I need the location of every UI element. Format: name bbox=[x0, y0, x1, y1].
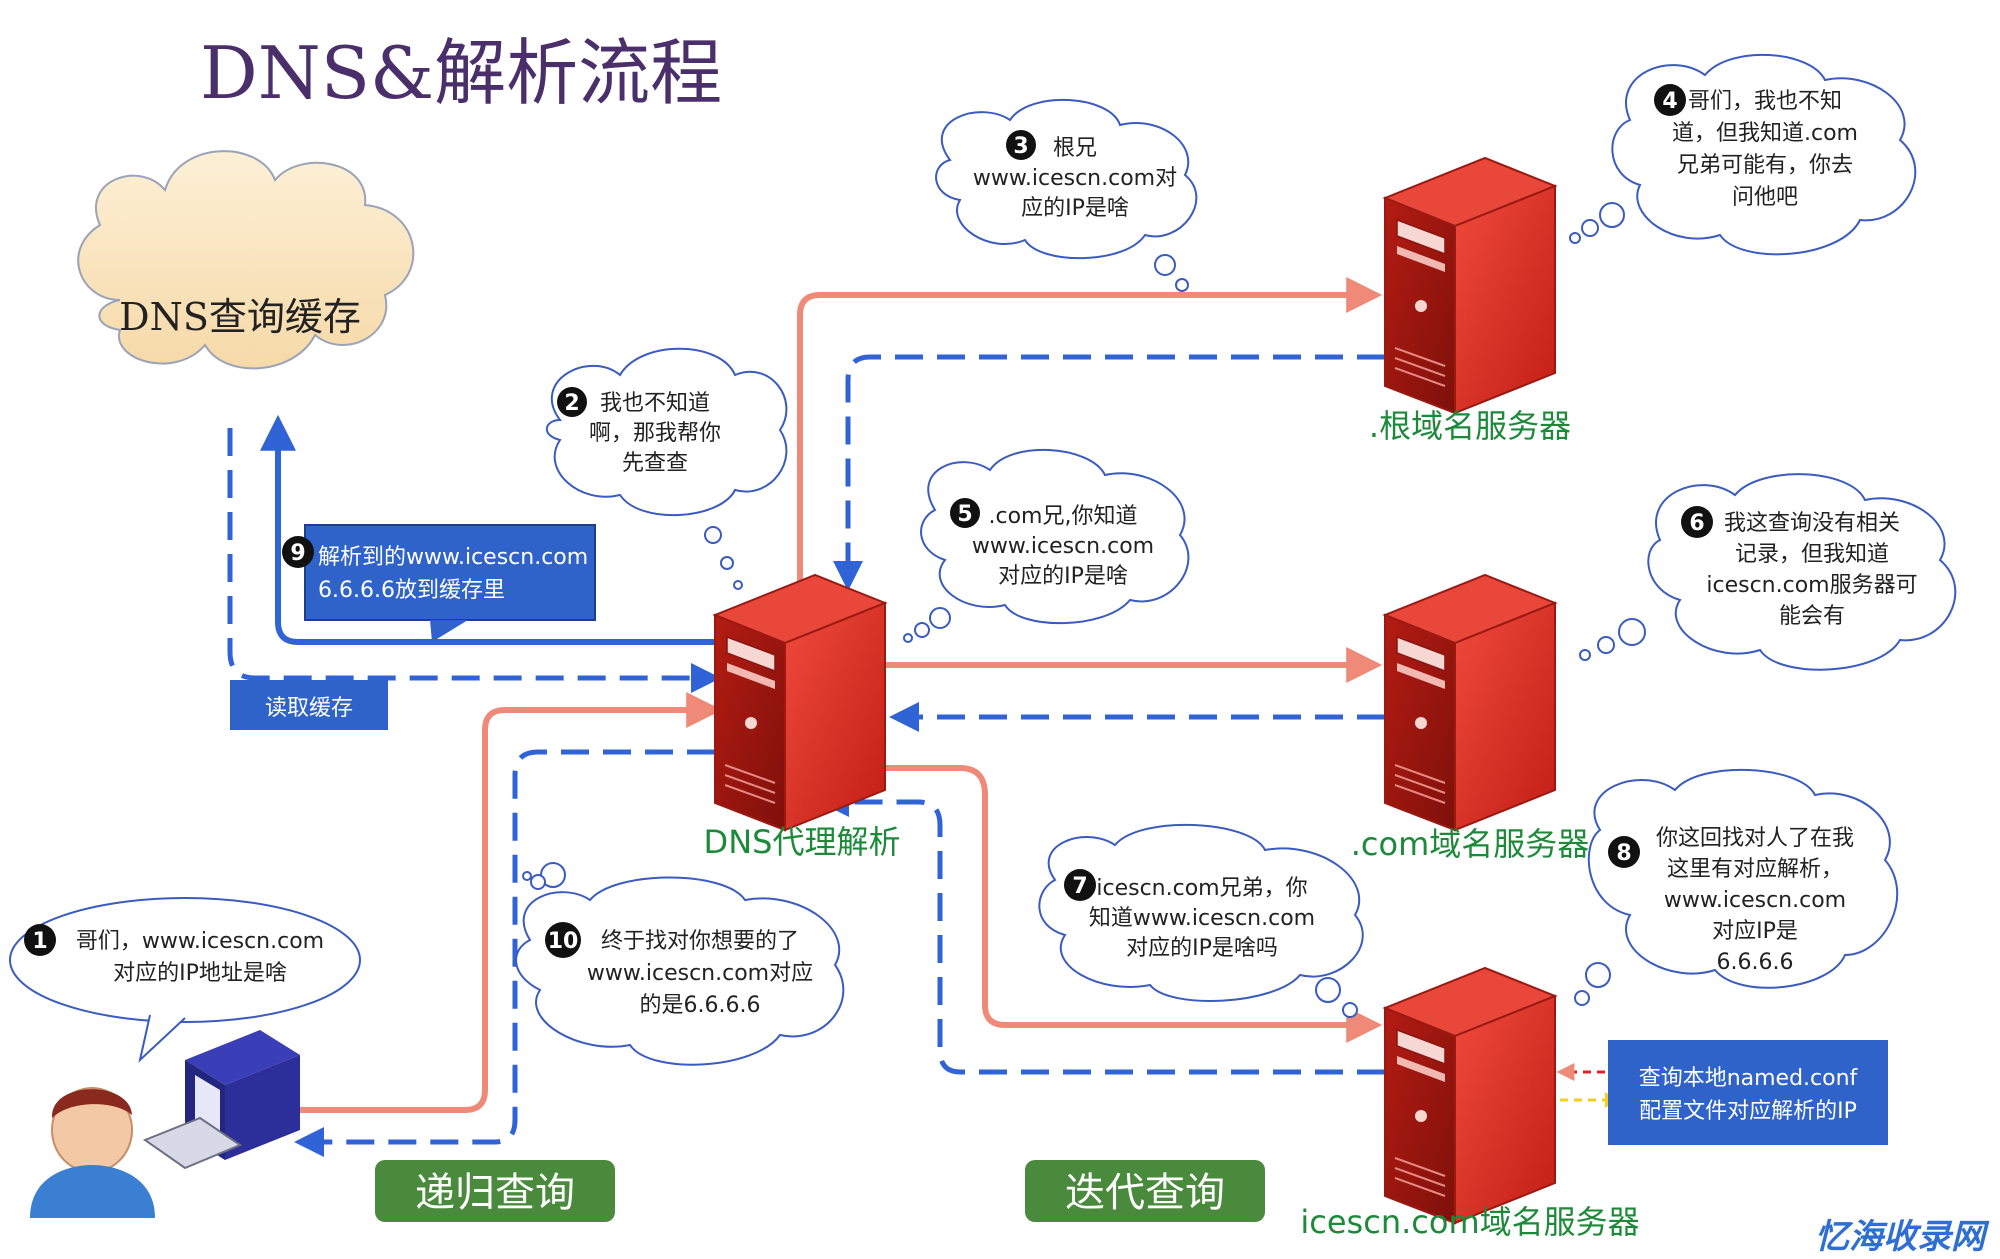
bubble-8-line-4: 对应IP是 bbox=[1712, 919, 1798, 944]
watermark: 忆海收录网 bbox=[1815, 1217, 1990, 1257]
proxy-server bbox=[714, 574, 886, 831]
bubble-1-line-2: 对应的IP地址是啥 bbox=[113, 961, 287, 986]
bubble-6-line-3: icescn.com服务器可 bbox=[1706, 573, 1917, 598]
bubble-4-line-4: 问他吧 bbox=[1732, 185, 1798, 210]
bubble-1-line-1: 哥们，www.icescn.com bbox=[76, 929, 324, 954]
bubble-8: 8 你这回找对人了在我 这里有对应解析， www.icescn.com 对应IP… bbox=[1574, 768, 1899, 1006]
root-server-label: .根域名服务器 bbox=[1369, 407, 1571, 445]
bubble-7-line-1: icescn.com兄弟，你 bbox=[1096, 876, 1307, 901]
icescn-server bbox=[1384, 967, 1556, 1224]
bubble-3-line-2: www.icescn.com对 bbox=[973, 166, 1177, 191]
bubble-4-line-1: 哥们，我也不知 bbox=[1688, 89, 1842, 114]
bubble-6: 6 我这查询没有相关 记录，但我知道 icescn.com服务器可 能会有 bbox=[1579, 473, 1957, 671]
bubble-4-line-2: 道，但我知道.com bbox=[1672, 121, 1858, 146]
iterative-query-label: 迭代查询 bbox=[1065, 1170, 1225, 1216]
cache-note-box: 9 解析到的www.icescn.com 6.6.6.6放到缓存里 bbox=[282, 524, 596, 642]
bubble-1: 1 哥们，www.icescn.com 对应的IP地址是啥 bbox=[9, 897, 361, 1063]
bubble-7-line-2: 知道www.icescn.com bbox=[1089, 906, 1315, 931]
page-title: DNS&解析流程 bbox=[200, 31, 722, 115]
arrow-proxy-to-client bbox=[294, 749, 715, 1157]
arrow-icescn-to-proxy bbox=[819, 787, 1385, 1075]
cache-note-line-1: 解析到的www.icescn.com bbox=[318, 545, 588, 570]
arrow-client-to-proxy bbox=[300, 692, 723, 1113]
arrow-proxy-to-cache bbox=[260, 414, 715, 645]
recursive-query-button: 递归查询 bbox=[375, 1160, 615, 1222]
bubble-2-line-2: 啊，那我帮你 bbox=[589, 421, 721, 446]
bubble-8-line-1: 你这回找对人了在我 bbox=[1656, 826, 1854, 851]
bubble-3-line-1: 根兄 bbox=[1053, 136, 1097, 161]
arrow-cache-to-proxy bbox=[227, 428, 721, 693]
bubble-3: 3 根兄 www.icescn.com对 应的IP是啥 bbox=[935, 98, 1198, 292]
bubble-4-num: 4 bbox=[1662, 89, 1677, 114]
bubble-5-line-1: .com兄,你知道 bbox=[989, 504, 1138, 529]
bubble-8-line-3: www.icescn.com bbox=[1664, 888, 1846, 913]
arrow-proxy-to-icescn bbox=[885, 765, 1383, 1043]
proxy-server-label: DNS代理解析 bbox=[704, 823, 901, 861]
bubble-4-line-3: 兄弟可能有，你去 bbox=[1677, 153, 1853, 178]
root-server bbox=[1384, 157, 1556, 414]
dns-cache-cloud: DNS查询缓存 bbox=[77, 150, 415, 370]
bubble-2-line-1: 我也不知道 bbox=[600, 391, 710, 416]
bubble-10-line-2: www.icescn.com对应 bbox=[587, 961, 813, 986]
named-conf-line-1: 查询本地named.conf bbox=[1639, 1066, 1859, 1091]
bubble-10: 10 终于找对你想要的了 www.icescn.com对应 的是6.6.6.6 bbox=[515, 862, 845, 1066]
named-conf-line-2: 配置文件对应解析的IP bbox=[1639, 1099, 1857, 1124]
bubble-5-line-2: www.icescn.com bbox=[972, 534, 1154, 559]
bubble-10-line-1: 终于找对你想要的了 bbox=[601, 929, 799, 954]
bubble-5: 5 .com兄,你知道 www.icescn.com 对应的IP是啥 bbox=[903, 448, 1190, 643]
bubble-3-num: 3 bbox=[1013, 134, 1028, 159]
bubble-1-num: 1 bbox=[32, 929, 47, 954]
bubble-10-num: 10 bbox=[548, 929, 579, 954]
bubble-7: 7 icescn.com兄弟，你 知道www.icescn.com 对应的IP是… bbox=[1038, 823, 1364, 1018]
bubble-2-line-3: 先查查 bbox=[622, 451, 688, 476]
bubble-6-num: 6 bbox=[1689, 511, 1704, 536]
arrow-proxy-to-root bbox=[797, 277, 1383, 590]
bubble-5-line-3: 对应的IP是啥 bbox=[998, 564, 1128, 589]
read-cache-label-box: 读取缓存 bbox=[230, 680, 388, 730]
read-cache-label: 读取缓存 bbox=[265, 696, 353, 721]
bubble-10-line-3: 的是6.6.6.6 bbox=[640, 993, 761, 1018]
bubble-4: 4 哥们，我也不知 道，但我知道.com 兄弟可能有，你去 问他吧 bbox=[1569, 53, 1917, 256]
named-conf-box: 查询本地named.conf 配置文件对应解析的IP bbox=[1608, 1040, 1888, 1145]
bubble-8-line-5: 6.6.6.6 bbox=[1717, 950, 1794, 975]
bubble-6-line-1: 我这查询没有相关 bbox=[1724, 511, 1900, 536]
bubble-2: 2 我也不知道 啊，那我帮你 先查查 bbox=[545, 347, 788, 590]
bubble-8-line-2: 这里有对应解析， bbox=[1667, 857, 1843, 882]
iterative-query-button: 迭代查询 bbox=[1025, 1160, 1265, 1222]
com-server-label: .com域名服务器 bbox=[1351, 825, 1590, 863]
recursive-query-label: 递归查询 bbox=[415, 1170, 575, 1216]
client-user-icon bbox=[30, 1087, 155, 1218]
client-computer-icon bbox=[142, 1030, 300, 1170]
bubble-7-num: 7 bbox=[1072, 874, 1087, 899]
bubble-3-line-3: 应的IP是啥 bbox=[1021, 196, 1129, 221]
bubble-6-line-4: 能会有 bbox=[1779, 604, 1845, 629]
bubble-2-num: 2 bbox=[564, 391, 579, 416]
page-title-text: DNS&解析流程 bbox=[200, 31, 722, 115]
bubble-8-num: 8 bbox=[1616, 841, 1631, 866]
bubble-9-num: 9 bbox=[290, 541, 305, 566]
com-server bbox=[1384, 574, 1556, 831]
bubble-7-line-3: 对应的IP是啥吗 bbox=[1126, 936, 1278, 961]
dns-cache-label: DNS查询缓存 bbox=[119, 295, 361, 339]
arrow-root-to-proxy bbox=[833, 354, 1385, 591]
icescn-server-label: icescn.com域名服务器 bbox=[1300, 1203, 1639, 1241]
bubble-5-num: 5 bbox=[957, 502, 972, 527]
cache-note-line-2: 6.6.6.6放到缓存里 bbox=[318, 578, 505, 603]
bubble-6-line-2: 记录，但我知道 bbox=[1735, 542, 1889, 567]
